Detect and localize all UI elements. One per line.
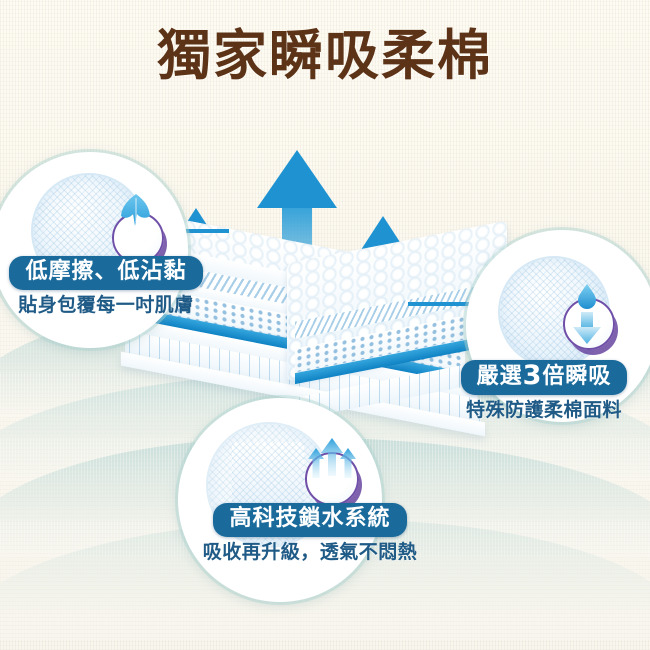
leaf-icon <box>121 194 150 226</box>
water-drop-icon-ring <box>563 284 615 350</box>
badge-number: 3 <box>522 360 543 391</box>
subtitle-water-lock: 吸收再升級，透氣不悶熱 <box>202 541 418 563</box>
breathable-icon-ring <box>305 438 359 506</box>
badge-low-friction: 低摩擦、低沾黏 <box>9 256 203 290</box>
badge-suffix: 倍瞬吸 <box>542 364 612 389</box>
feature-label-triple-absorb: 嚴選3倍瞬吸 特殊防護柔棉面料 <box>438 360 650 422</box>
water-drop-down-arrow-icon <box>573 284 601 344</box>
badge-prefix: 嚴選 <box>476 364 523 389</box>
feature-label-water-lock: 高科技鎖水系統 吸收再升級，透氣不悶熱 <box>160 503 460 564</box>
badge-triple-absorb: 嚴選3倍瞬吸 <box>460 360 628 395</box>
connector-line-left <box>157 229 229 233</box>
page-title: 獨家瞬吸柔棉 <box>157 23 493 87</box>
feature-label-low-friction: 低摩擦、低沾黏 貼身包覆每一吋肌膚 <box>0 256 212 317</box>
subtitle-triple-absorb: 特殊防護柔棉面料 <box>465 399 622 421</box>
leaf-icon-ring <box>112 194 164 264</box>
up-arrows-breathable-icon <box>308 438 356 478</box>
badge-water-lock: 高科技鎖水系統 <box>213 503 407 537</box>
connector-line-right <box>408 302 508 306</box>
subtitle-low-friction: 貼身包覆每一吋肌膚 <box>18 294 194 316</box>
